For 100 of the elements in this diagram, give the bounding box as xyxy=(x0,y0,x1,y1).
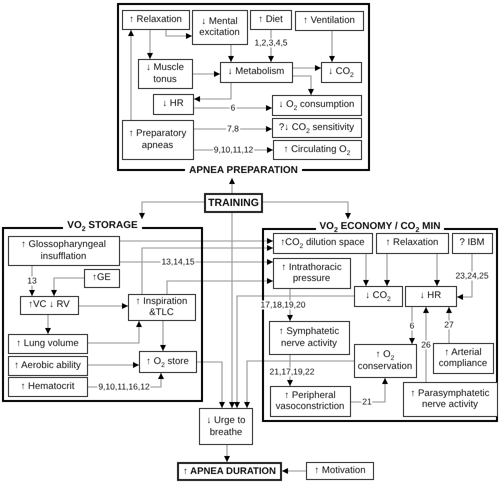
arrow xyxy=(79,303,128,309)
process-box xyxy=(354,286,402,306)
arrow xyxy=(434,254,440,286)
node-label: ↓ Mental excitation xyxy=(198,16,241,38)
arrow xyxy=(423,307,429,382)
node-label: ↑ Relaxation xyxy=(129,14,182,26)
arrow xyxy=(293,65,321,71)
process-box xyxy=(270,386,350,416)
arrow xyxy=(197,361,225,408)
arrow xyxy=(384,254,390,286)
process-box xyxy=(354,344,416,378)
arrow xyxy=(194,126,272,132)
process-box xyxy=(272,94,362,116)
node-label: ? IBM xyxy=(459,237,485,249)
process-box xyxy=(8,376,88,396)
arrow xyxy=(45,315,51,334)
process-box xyxy=(8,334,88,354)
node-label: ↑ Hematocrit xyxy=(20,380,74,392)
arrow xyxy=(51,277,84,296)
arrow xyxy=(166,278,273,294)
arrow xyxy=(282,468,306,474)
node-label: ↑ O$_{2}$ store xyxy=(146,356,189,368)
edge-label: 9,10,11,12 xyxy=(212,146,254,154)
arrow xyxy=(194,83,232,102)
arrow xyxy=(263,201,351,219)
node-label: ↑ Diet xyxy=(258,14,283,26)
process-box xyxy=(268,320,350,354)
arrow xyxy=(165,30,192,39)
arrow xyxy=(120,238,273,244)
node-label: ↑ Circulating O$_{2}$ xyxy=(284,144,350,156)
process-box xyxy=(20,296,78,314)
arrow xyxy=(228,45,234,62)
arrow xyxy=(194,105,272,111)
arrow xyxy=(139,201,204,219)
node-label: TRAINING xyxy=(208,196,259,210)
node-label: ↑ O$_{2}$ conservation xyxy=(356,349,414,372)
process-box xyxy=(402,382,498,416)
edge-label: 1,2,3,4,5 xyxy=(253,38,289,48)
arrow xyxy=(244,360,354,408)
node-label: ↑ Relaxation xyxy=(386,237,438,249)
process-box xyxy=(192,10,248,44)
node-label: ↓ HR xyxy=(162,98,184,110)
node-label: ↓ Urge to breathe xyxy=(206,415,246,438)
edge-label: 9,10,11,16,12 xyxy=(97,382,151,392)
node-label: ↑ APNEA DURATION xyxy=(183,466,276,478)
edge-label: 13,14,15 xyxy=(160,258,196,266)
edge-label: 21 xyxy=(361,398,373,406)
node-label: ↑CO$_{2}$ dilution space xyxy=(280,237,365,249)
arrow xyxy=(329,31,335,62)
edge-label: 7,8 xyxy=(226,124,240,134)
node-label: ↑ Ventilation xyxy=(303,14,355,26)
node-label: ↑GE xyxy=(92,272,111,284)
arrow xyxy=(224,445,230,462)
process-box xyxy=(220,62,292,82)
edge-label: 6 xyxy=(408,321,416,330)
process-box xyxy=(122,10,190,30)
node-label: ↓ CO$_{2}$ xyxy=(365,290,391,302)
arrow xyxy=(293,75,314,95)
node-label: ↓ O$_{2}$ consumption xyxy=(278,99,354,111)
arrow xyxy=(229,213,235,408)
process-box xyxy=(84,268,120,288)
process-box xyxy=(404,286,456,306)
arrow xyxy=(141,245,273,294)
process-box xyxy=(122,120,194,160)
panel-title: VO$_{2}$ STORAGE xyxy=(63,220,142,233)
node-label: ↑ Parasymphatetic nerve activity xyxy=(410,388,490,410)
node-label: ?↓ CO$_{2}$ sensitivity xyxy=(278,122,354,134)
arrow xyxy=(446,307,452,343)
process-box xyxy=(272,232,372,254)
edge-label: 23,24,25 xyxy=(454,272,490,280)
node-label: ↓ CO$_{2}$ xyxy=(328,66,354,78)
node-label: ↑ Motivation xyxy=(314,465,366,477)
node-label: ↓ HR xyxy=(420,290,442,302)
process-box xyxy=(199,408,253,445)
edge-label: 13 xyxy=(26,276,38,286)
process-box xyxy=(272,118,362,138)
arrow xyxy=(457,254,473,300)
node-label: ↑ Lung volume xyxy=(16,338,79,350)
process-box xyxy=(272,140,362,160)
key-box xyxy=(177,462,282,481)
node-label: ↑ Arterial compliance xyxy=(438,346,488,370)
process-box xyxy=(306,462,374,480)
arrow xyxy=(234,295,354,408)
arrow xyxy=(29,266,35,296)
process-box xyxy=(452,232,492,254)
node-label: ↑ Aerobic ability xyxy=(14,360,81,372)
process-box xyxy=(376,232,448,254)
arrow xyxy=(147,30,153,59)
arrow xyxy=(128,30,134,120)
arrow xyxy=(160,321,166,351)
process-box xyxy=(432,342,494,374)
process-box xyxy=(294,10,364,30)
edge-label: 21,17,19,22 xyxy=(268,368,316,376)
key-box xyxy=(204,193,263,213)
node-label: ↑ Peripheral vasoconstriction xyxy=(274,390,346,412)
process-box xyxy=(250,10,292,30)
process-box xyxy=(138,350,196,372)
process-box xyxy=(128,294,196,320)
panel-title: VO$_{2}$ ECONOMY / CO$_{2}$ MIN xyxy=(316,221,444,234)
node-label: ↑ Symphatetic nerve activity xyxy=(278,326,340,349)
